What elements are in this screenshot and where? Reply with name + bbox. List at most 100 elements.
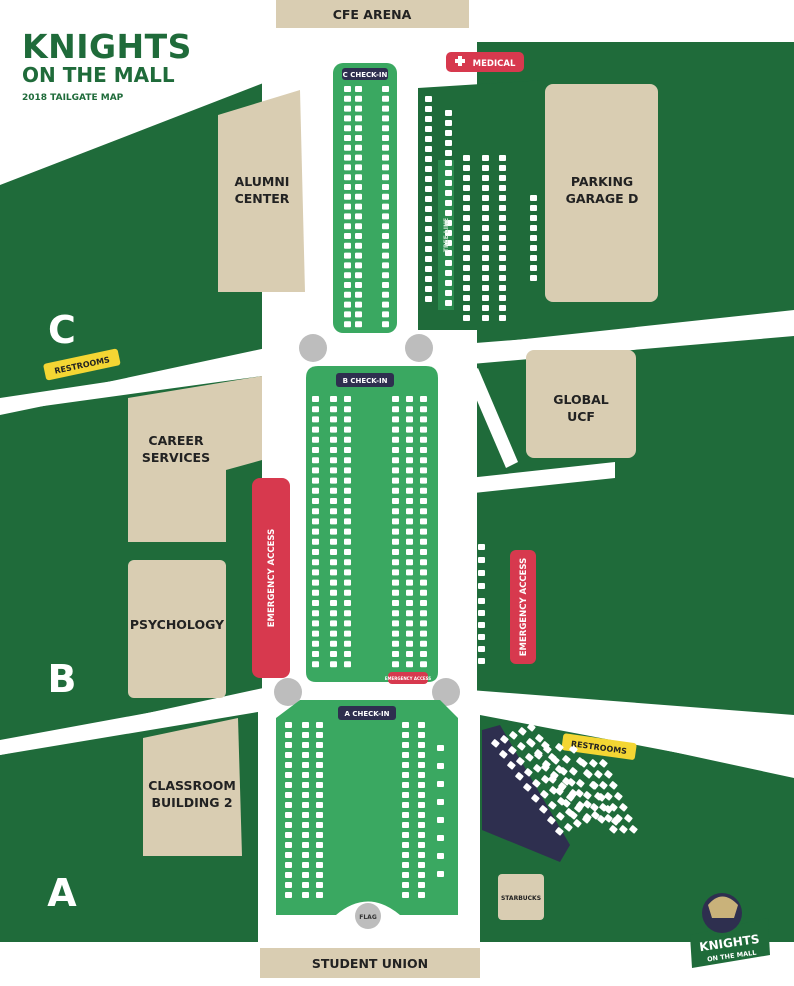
tailgate-spot (382, 203, 389, 210)
tailgate-spot (285, 822, 292, 828)
tailgate-spot (312, 620, 319, 627)
tailgate-spot (425, 166, 432, 172)
tailgate-spot (330, 416, 337, 423)
tailgate-spot (312, 610, 319, 617)
tailgate-spot (312, 651, 319, 657)
tailgate-spot (382, 184, 389, 190)
tailgate-spot (523, 783, 532, 792)
tailgate-spot (355, 105, 362, 112)
tailgate-spot (463, 265, 470, 271)
tailgate-spot (583, 813, 592, 822)
tailgate-spot (302, 832, 309, 838)
tailgate-spot (392, 518, 399, 525)
tailgate-spot (437, 871, 444, 877)
tailgate-spot (382, 86, 389, 92)
tailgate-spot (406, 549, 413, 555)
tailgate-spot (629, 825, 638, 834)
tailgate-spot (392, 559, 399, 566)
tailgate-spot (445, 260, 452, 266)
tailgate-spot (499, 285, 506, 291)
tailgate-spot (418, 782, 425, 788)
tailgate-spot (482, 245, 489, 251)
tailgate-spot (382, 252, 389, 259)
tailgate-spot (392, 406, 399, 413)
tailgate-spot (460, 544, 467, 550)
tailgate-spot (562, 799, 571, 808)
tailgate-spot (547, 816, 556, 825)
tailgate-spot (344, 630, 351, 637)
tailgate-spot (382, 311, 389, 318)
tailgate-spot (285, 812, 292, 818)
tailgate-spot (420, 661, 427, 668)
tailgate-spot (425, 266, 432, 272)
tailgate-spot (382, 105, 389, 112)
tailgate-spot (406, 518, 413, 525)
tailgate-spot (382, 301, 389, 308)
tailgate-spot (392, 600, 399, 606)
tailgate-spot (312, 498, 319, 504)
tailgate-spot (402, 722, 409, 728)
tailgate-spot (344, 203, 351, 210)
tailgate-spot (402, 882, 409, 888)
tailgate-spot (562, 755, 571, 764)
parking-garage-building (545, 84, 658, 302)
tailgate-spot (482, 215, 489, 221)
tailgate-spot (382, 291, 389, 298)
tailgate-spot (330, 508, 337, 515)
tailgate-spot (478, 634, 485, 640)
c-checkin-badge (342, 68, 388, 80)
tailgate-spot (382, 135, 389, 141)
tailgate-spot (312, 416, 319, 423)
tailgate-spot (425, 206, 432, 212)
tailgate-spot (355, 272, 362, 279)
tailgate-spot (316, 812, 323, 818)
tailgate-spot (478, 610, 485, 616)
tailgate-spot (499, 235, 506, 241)
tailgate-spot (406, 651, 413, 657)
tailgate-spot (330, 436, 337, 443)
roundabout-ne (405, 334, 433, 362)
tailgate-spot (418, 862, 425, 868)
starbucks-label: STARBUCKS (501, 895, 541, 902)
tailgate-spot (316, 852, 323, 858)
tailgate-spot (597, 815, 606, 824)
tailgate-spot (599, 759, 608, 768)
psychology-label: PSYCHOLOGY (130, 617, 225, 632)
tailgate-spot (456, 430, 463, 436)
tailgate-spot (420, 508, 427, 515)
tailgate-spot (344, 518, 351, 525)
flag-marker (355, 903, 381, 929)
tailgate-spot (425, 256, 432, 262)
tailgate-spot (604, 814, 613, 823)
tailgate-spot (344, 301, 351, 308)
tailgate-spot (420, 620, 427, 627)
tailgate-spot (530, 255, 537, 261)
tailgate-spot (312, 661, 319, 668)
tailgate-spot (524, 768, 533, 777)
cfe-arena-building (276, 0, 469, 28)
tailgate-spot (285, 862, 292, 868)
tailgate-spot (614, 814, 623, 823)
tailgate-spot (344, 86, 351, 92)
tailgate-spot (355, 311, 362, 318)
tailgate-spot (463, 225, 470, 231)
tailgate-spot (312, 406, 319, 413)
tailgate-spot (355, 115, 362, 122)
section-navy (482, 725, 570, 862)
tailgate-spot (285, 882, 292, 888)
tailgate-spot (344, 144, 351, 151)
tailgate-spot (500, 735, 509, 744)
tailgate-spot (330, 651, 337, 657)
tailgate-spot (478, 646, 485, 652)
tailgate-spot (456, 420, 463, 426)
section-b[interactable] (306, 366, 438, 682)
tailgate-spot (425, 176, 432, 182)
tailgate-spot (460, 583, 467, 589)
tailgate-spot (406, 426, 413, 433)
tailgate-spot (535, 734, 544, 743)
tailgate-spot (344, 610, 351, 617)
tailgate-spot (463, 285, 470, 291)
tailgate-spot (425, 116, 432, 122)
tailgate-spot (330, 518, 337, 525)
